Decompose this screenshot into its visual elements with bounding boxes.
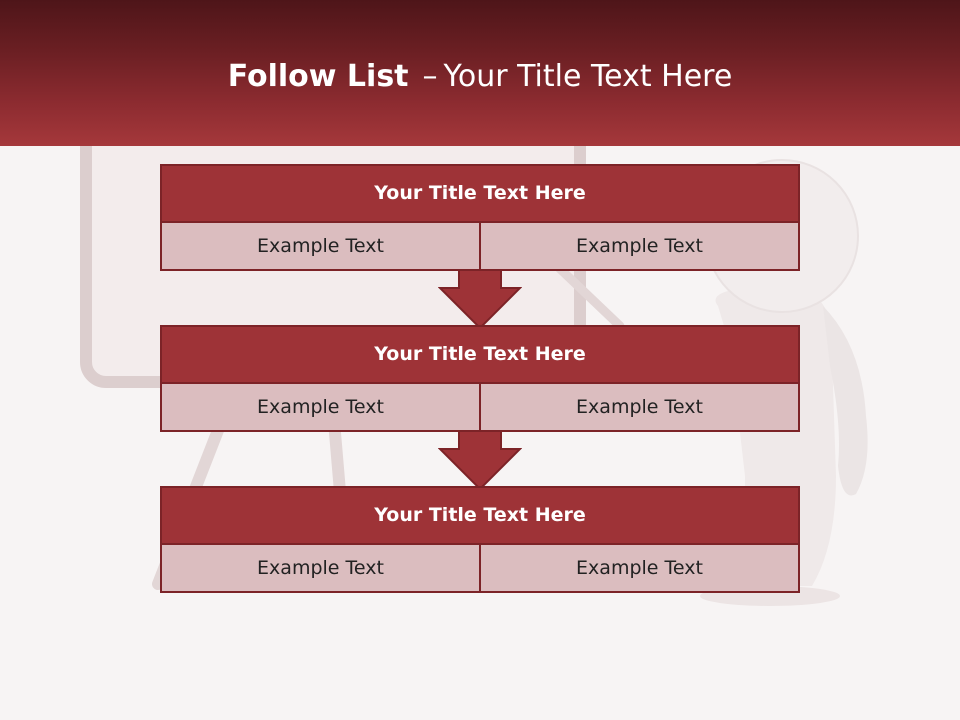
block-cell-right: Example Text	[479, 384, 798, 430]
title-bold-part: Follow List	[227, 59, 409, 94]
down-arrow-icon	[438, 270, 522, 330]
flow-block-3: Your Title Text Here Example Text Exampl…	[160, 486, 800, 593]
block-cell-left: Example Text	[162, 223, 479, 269]
block-row: Example Text Example Text	[162, 543, 798, 591]
block-cell-left: Example Text	[162, 545, 479, 591]
down-arrow-icon	[438, 431, 522, 491]
block-row: Example Text Example Text	[162, 221, 798, 269]
slide-title: Follow List–Your Title Text Here	[0, 57, 960, 97]
flow-block-2: Your Title Text Here Example Text Exampl…	[160, 325, 800, 432]
block-row: Example Text Example Text	[162, 382, 798, 430]
block-cell-right: Example Text	[479, 545, 798, 591]
block-title: Your Title Text Here	[162, 327, 798, 382]
block-cell-left: Example Text	[162, 384, 479, 430]
block-cell-right: Example Text	[479, 223, 798, 269]
block-title: Your Title Text Here	[162, 488, 798, 543]
title-bar: Follow List–Your Title Text Here	[0, 0, 960, 146]
block-title: Your Title Text Here	[162, 166, 798, 221]
flow-block-1: Your Title Text Here Example Text Exampl…	[160, 164, 800, 271]
title-rest-part: Your Title Text Here	[443, 59, 733, 94]
title-dash: –	[422, 59, 438, 94]
